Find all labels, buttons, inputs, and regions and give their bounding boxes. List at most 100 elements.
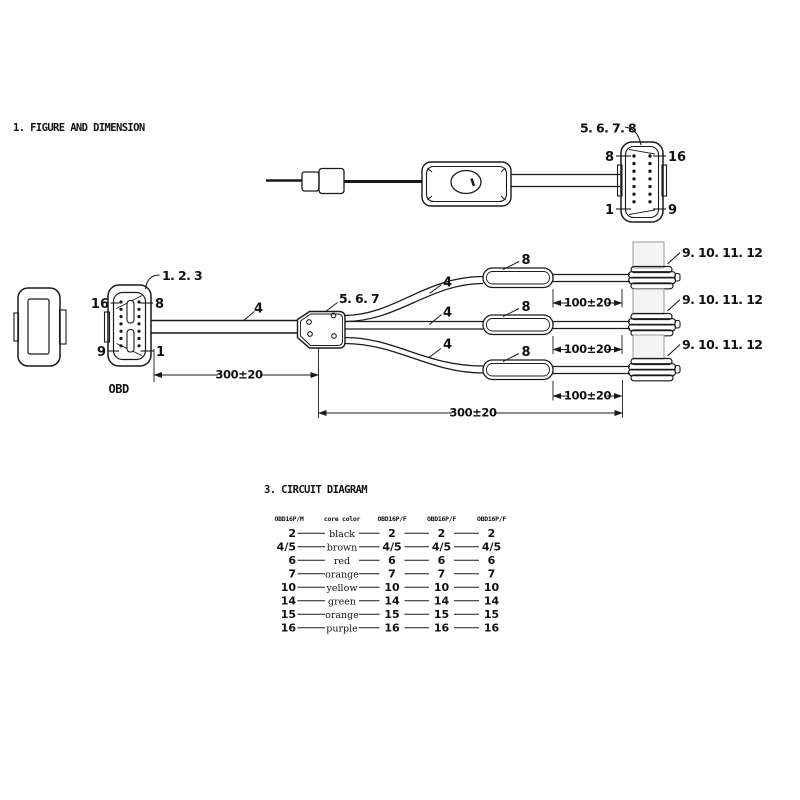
table-cell-m: 10: [281, 581, 297, 594]
table-cell-f2: 14: [434, 595, 450, 608]
table-row: 2 black 2 2 2: [288, 527, 495, 540]
table-cell-m: 7: [288, 568, 296, 581]
end-terminal-body: [632, 334, 665, 360]
dim-100-bottom: 100±20: [552, 380, 623, 418]
table-cell-f3: 10: [484, 581, 500, 594]
table-cell-f1: 4/5: [382, 541, 401, 554]
end-terminal-body: [632, 288, 665, 315]
splitter-callout: 5. 6. 7: [339, 291, 379, 306]
dim-label: 100±20: [564, 342, 612, 356]
table-cell-f1: 10: [384, 581, 400, 594]
table-header-obd16pf-1: OBD16P/F: [378, 515, 407, 523]
table-cell-f1: 2: [388, 527, 396, 540]
table-cell-f2: 2: [438, 527, 446, 540]
table-cell-color: yellow: [326, 583, 358, 594]
end-callout: 9. 10. 11. 12: [682, 292, 762, 307]
sleeve-label: 8: [522, 300, 531, 315]
end-boot: [627, 312, 681, 337]
end-callout: 9. 10. 11. 12: [682, 337, 762, 352]
splitter-block: [296, 310, 346, 349]
switch-mark: [470, 178, 476, 187]
obd-connector-side: [13, 287, 67, 367]
dim-label: 100±20: [564, 389, 612, 403]
label-leader: [242, 311, 255, 322]
pin-label-bottom-right: 9: [668, 203, 677, 218]
table-cell-f2: 10: [434, 581, 450, 594]
dim-300-main: 300±20: [153, 348, 319, 418]
pin-label-bottom-left: 1: [605, 203, 614, 218]
connector-callout: 5. 6. 7. 8: [580, 121, 636, 136]
table-cell-f1: 7: [388, 568, 396, 581]
pin-label-top-right: 16: [668, 150, 686, 165]
table-cell-f3: 2: [488, 527, 496, 540]
end-callout: 9. 10. 11. 12: [682, 245, 762, 260]
table-cell-f2: 4/5: [432, 541, 451, 554]
main-cable: [151, 319, 298, 334]
table-cell-m: 4/5: [277, 541, 296, 554]
table-cell-color: orange: [325, 570, 359, 581]
table-cell-m: 16: [281, 622, 297, 635]
sleeve: [482, 314, 554, 336]
table-cell-color: green: [328, 597, 356, 608]
table-row: 7 orange 7 7 7: [288, 568, 495, 581]
sleeve-label: 8: [522, 253, 531, 268]
table-row: 10 yellow 10 10 10: [281, 581, 500, 594]
branch-middle: 4 8 9. 10. 11. 12 100±20: [345, 288, 763, 356]
connector-key-slot: [638, 155, 645, 209]
switch-cable-figure: 5. 6. 7. 8 8 16 1 9: [266, 121, 686, 223]
obd-connector-callout: 1. 2. 3: [162, 268, 202, 283]
inline-switch: [421, 161, 512, 207]
table-header-obd16pm: OBD16P/M: [275, 515, 304, 523]
dim-100-middle: 100±20: [552, 335, 623, 356]
table-cell-f1: 6: [388, 554, 396, 567]
table-cell-m: 6: [288, 554, 296, 567]
sleeve: [482, 359, 554, 381]
obd-splitter-figure: 1. 2. 3 16 8 9 1 OBD 4 5. 6. 7: [13, 241, 763, 420]
circuit-table: OBD16P/M core color OBD16P/F OBD16P/F OB…: [275, 515, 507, 635]
table-cell-f3: 7: [488, 568, 496, 581]
main-cable-label: 4: [254, 302, 263, 317]
pin-label-top-left: 16: [91, 297, 109, 312]
obd-key-slot-top: [126, 299, 135, 324]
end-boot: [627, 357, 681, 382]
dim-label: 300±20: [449, 406, 497, 420]
table-cell-color: brown: [327, 543, 358, 554]
callout-leader: [325, 302, 338, 312]
figure-heading: 1. FIGURE AND DIMENSION: [13, 122, 145, 134]
cable-switch-to-connector: [511, 173, 621, 188]
dim-label: 300±20: [215, 368, 263, 382]
circuit-heading: 3. CIRCUIT DIAGRAM: [264, 484, 367, 496]
connector-16pin-front: [616, 141, 668, 223]
obd-label: OBD: [109, 382, 129, 396]
obd-connector-face: [103, 284, 152, 367]
pin-label-top-right: 8: [155, 297, 164, 312]
branch-cable-label: 4: [443, 276, 452, 291]
table-cell-color: red: [334, 556, 350, 567]
table-cell-color: black: [329, 529, 355, 540]
sleeve-label: 8: [522, 345, 531, 360]
callout-leader: [144, 274, 160, 290]
pin-label-bottom-right: 1: [156, 345, 165, 360]
pin-label-bottom-left: 9: [97, 345, 106, 360]
table-cell-m: 15: [281, 608, 296, 621]
table-cell-m: 14: [281, 595, 297, 608]
branch-cable-label: 4: [443, 306, 452, 321]
table-header-core-color: core color: [324, 515, 361, 523]
table-header-obd16pf-3: OBD16P/F: [477, 515, 506, 523]
table-cell-m: 2: [288, 527, 296, 540]
branch-cable-label: 4: [443, 338, 452, 353]
table-cell-color: orange: [325, 610, 359, 621]
end-boot: [627, 265, 681, 290]
table-cell-f3: 16: [484, 622, 500, 635]
table-cell-f2: 7: [438, 568, 446, 581]
table-header-obd16pf-2: OBD16P/F: [427, 515, 456, 523]
pin-label-top-left: 8: [605, 150, 614, 165]
